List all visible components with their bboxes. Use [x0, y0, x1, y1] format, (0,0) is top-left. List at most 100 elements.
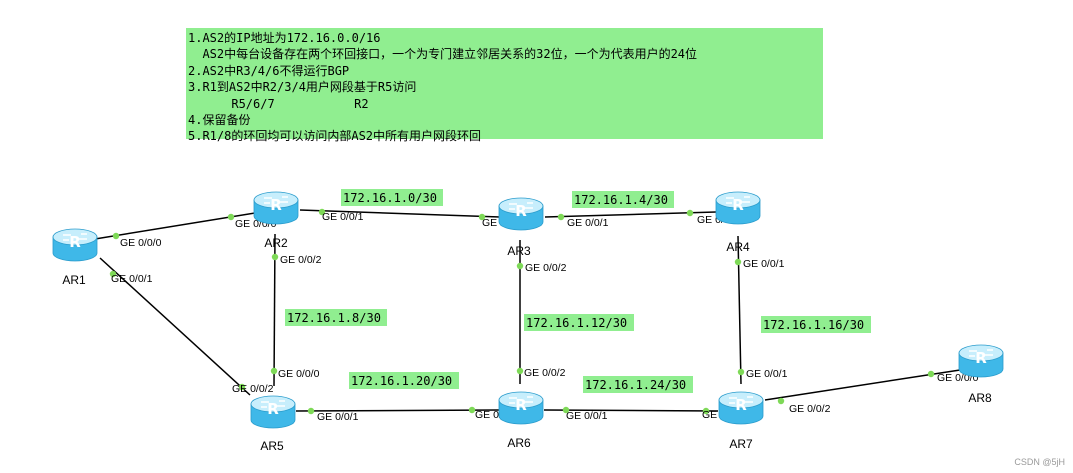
port-label: GE 0/0/1: [746, 368, 788, 380]
router-arrows: [729, 396, 753, 404]
router-icon[interactable]: R: [250, 395, 296, 429]
link-ar7-ar8: GE 0/0/2GE 0/0/0: [764, 369, 979, 415]
router-top: [715, 191, 761, 209]
note-line: 5.R1/8的环回均可以访问内部AS2中所有用户网段环回: [188, 129, 482, 144]
port-dot: [227, 213, 235, 221]
port-label: GE 0/0/2: [280, 254, 322, 266]
router-letter: R: [515, 202, 527, 220]
port-dot: [734, 258, 742, 266]
subnet-label-bg: [761, 316, 871, 333]
port-label: GE 0/0/1: [322, 211, 364, 223]
router-letter: R: [732, 196, 744, 214]
subnet-label-bg: [341, 189, 443, 206]
port-label: GE 0/0/0: [278, 368, 320, 380]
router-label-ar5: AR5: [260, 439, 284, 453]
router-letter: R: [515, 396, 527, 414]
link-line: [737, 235, 742, 385]
router-top: [498, 391, 544, 409]
router-label-ar6: AR6: [507, 436, 531, 450]
note-line: AS2中每台设备存在两个环回接口，一个为专门建立邻居关系的32位，一个为代表用户…: [188, 47, 698, 62]
port-label: GE 0/0/1: [566, 410, 608, 422]
port-label: GE 0/0/2: [232, 383, 274, 395]
router-top: [253, 191, 299, 209]
port-dot: [271, 253, 279, 261]
router-icon[interactable]: R: [52, 228, 98, 262]
subnet-label-bg: [572, 191, 674, 208]
router-icon[interactable]: R: [253, 191, 299, 225]
watermark: CSDN @5jH: [1014, 457, 1065, 467]
port-dot: [516, 367, 524, 375]
port-dot: [468, 406, 476, 414]
link-ar1-ar5: GE 0/0/1GE 0/0/2: [99, 257, 274, 396]
port-dot: [478, 213, 486, 221]
router-label-ar1: AR1: [62, 273, 86, 287]
subnet-label: 172.16.1.20/30: [351, 374, 452, 388]
router-icon[interactable]: R: [958, 344, 1004, 378]
subnet-label-bg: [285, 309, 387, 326]
subnet-label: 172.16.1.16/30: [763, 318, 864, 332]
link-line: [764, 369, 961, 401]
subnet-label: 172.16.1.4/30: [574, 193, 668, 207]
port-dot: [112, 232, 120, 240]
router-icon[interactable]: R: [498, 391, 544, 425]
router-label-ar8: AR8: [968, 391, 992, 405]
port-label: GE 0/0/2: [789, 403, 831, 415]
router-label-ar7: AR7: [729, 437, 753, 451]
router-top: [52, 228, 98, 246]
link-line: [295, 409, 500, 412]
router-top: [498, 197, 544, 215]
port-dot: [702, 407, 710, 415]
subnet-label-bg: [524, 314, 634, 331]
router-arrows: [264, 196, 288, 204]
router-label-ar2: AR2: [264, 236, 288, 250]
subnet-label: 172.16.1.8/30: [287, 311, 381, 325]
router-arrows: [509, 202, 533, 210]
router-letter: R: [69, 233, 81, 251]
note-line: 4.保留备份: [188, 113, 251, 128]
port-dot: [516, 262, 524, 270]
subnet-label-bg: [583, 376, 693, 393]
port-dot: [737, 368, 745, 376]
note-line: 3.R1到AS2中R2/3/4用户网段基于R5访问: [188, 80, 417, 95]
requirements-note: 1.AS2的IP地址为172.16.0.0/16 AS2中每台设备存在两个环回接…: [186, 28, 823, 143]
port-dot: [927, 370, 935, 378]
router-letter: R: [267, 400, 279, 418]
link-line: [99, 257, 251, 396]
port-label: GE 0/0/1: [317, 411, 359, 423]
router-arrows: [726, 196, 750, 204]
port-dot: [270, 367, 278, 375]
subnet-label: 172.16.1.12/30: [526, 316, 627, 330]
router-icon[interactable]: R: [498, 197, 544, 231]
note-line: 1.AS2的IP地址为172.16.0.0/16: [188, 31, 381, 45]
port-dot: [686, 209, 694, 217]
link-ar1-ar2: GE 0/0/0GE 0/0/0: [94, 212, 277, 249]
link-line: [543, 409, 719, 412]
note-line: 2.AS2中R3/4/6不得运行BGP: [188, 63, 350, 78]
router-arrows: [261, 400, 285, 408]
port-dot: [307, 407, 315, 415]
port-dot: [109, 270, 117, 278]
link-line: [299, 209, 501, 218]
router-label-ar3: AR3: [507, 244, 531, 258]
router-arrows: [969, 349, 993, 357]
port-dot: [318, 208, 326, 216]
router-icon[interactable]: R: [718, 391, 764, 425]
router-letter: R: [735, 396, 747, 414]
router-icon[interactable]: R: [715, 191, 761, 225]
port-dot: [238, 383, 246, 391]
subnet-label: 172.16.1.0/30: [343, 191, 437, 205]
port-dot: [562, 406, 570, 414]
subnet-label-bg: [349, 372, 459, 389]
subnet-label: 172.16.1.24/30: [585, 378, 686, 392]
port-label: GE 0/0/1: [567, 217, 609, 229]
router-arrows: [63, 233, 87, 241]
port-dot: [777, 397, 785, 405]
link-ar2-ar5: GE 0/0/2 GE 0/0/0 172.16.1.8/30: [270, 233, 387, 387]
